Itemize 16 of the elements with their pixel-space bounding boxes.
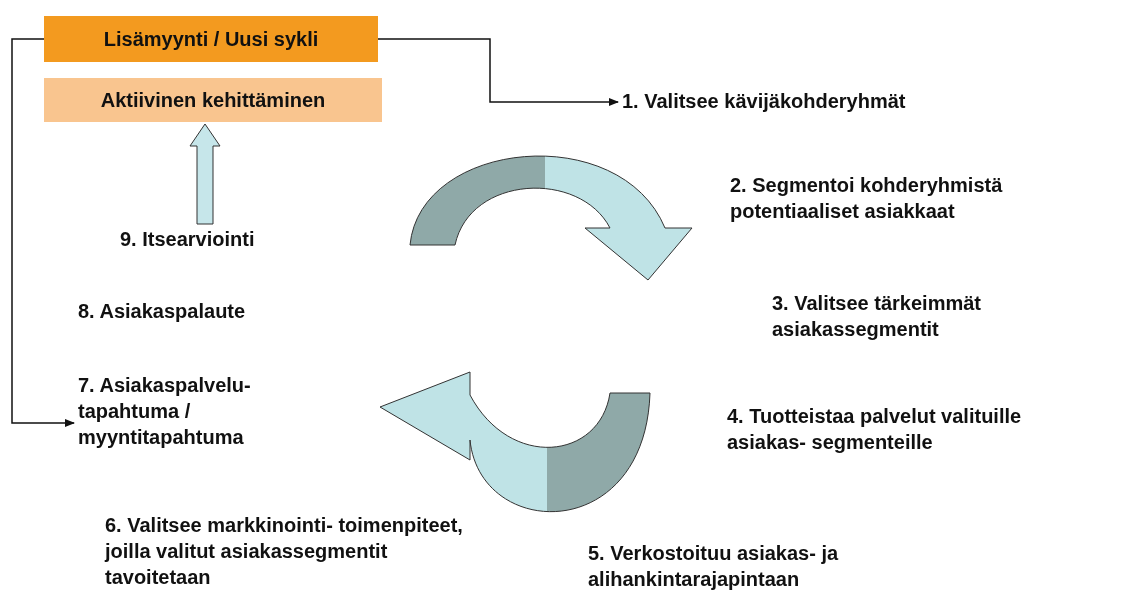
step-text: 1. Valitsee kävijäkohderyhmät bbox=[622, 89, 907, 114]
box-label: Lisämyynti / Uusi sykli bbox=[103, 27, 319, 52]
block-arrow bbox=[189, 123, 221, 225]
step-text: 8. Asiakaspalaute bbox=[78, 299, 247, 324]
step-text: 4. Tuotteistaa palvelut valituille asiakas- segmenteille bbox=[727, 404, 1023, 455]
label-box bbox=[44, 16, 378, 62]
step-text: 2. Segmentoi kohderyhmistä potentiaaliset asiakkaat bbox=[730, 173, 1004, 224]
label-box bbox=[44, 78, 382, 122]
connector-arrow bbox=[377, 38, 619, 106]
box-label: Aktiivinen kehittäminen bbox=[100, 88, 326, 113]
connector-arrow bbox=[11, 38, 75, 427]
step-text: 7. Asiakaspalvelu- tapahtuma / myyntitapahtuma bbox=[78, 373, 252, 450]
step-text: 6. Valitsee markkinointi- toimenpiteet, joilla valitut asiakassegmentit tavoitetaan bbox=[105, 513, 464, 590]
step-text: 5. Verkostoituu asiakas- ja alihankintarajapintaan bbox=[588, 541, 840, 592]
step-text: 3. Valitsee tärkeimmät asiakassegmentit bbox=[772, 291, 982, 342]
step-text: 9. Itsearviointi bbox=[120, 227, 256, 252]
